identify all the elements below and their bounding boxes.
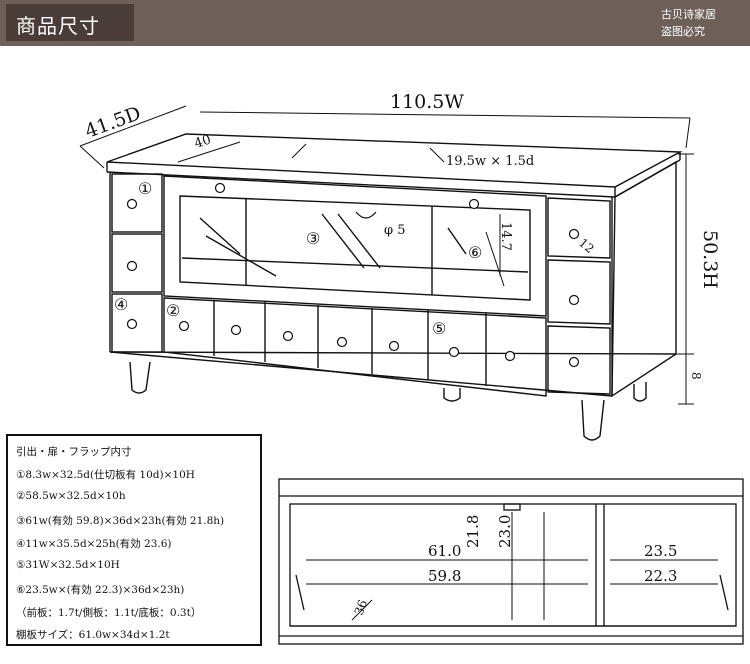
left-drawer-1: [111, 173, 163, 233]
spec-line-1: ①8.3w×32.5d(仕切板有 10d)×10H: [16, 469, 195, 481]
inner-depth-label: 40: [193, 132, 213, 151]
width-label: 110.5W: [390, 91, 464, 113]
header-title: 商品尺寸: [16, 14, 100, 38]
spec-line-3: ③61w(有効 59.8)×36d×23h(有効 21.8h): [16, 515, 225, 527]
left-drawer-2: [111, 233, 163, 293]
base-line: [109, 351, 677, 355]
top-front-edge: [106, 171, 616, 198]
callout-4: ④: [114, 295, 128, 314]
interior-right-effective: 22.3: [644, 567, 677, 585]
top-surface: [106, 133, 683, 188]
header-title-box: 商品尺寸: [6, 4, 134, 41]
interior-depth: 36: [352, 598, 370, 617]
header-bar: 商品尺寸 古贝诗家居 盗图必究: [0, 0, 750, 46]
glass-door: [163, 175, 547, 317]
spec-line-6: ⑥23.5w×(有効 22.3)×36d×23h): [16, 584, 185, 596]
cable-hole-label: 19.5w × 1.5d: [446, 154, 534, 169]
interior-height-effective: 21.8: [464, 515, 482, 548]
interior-left-width: 61.0: [428, 542, 461, 560]
leg-front-left: [129, 361, 151, 394]
glass-panel: [179, 195, 531, 301]
watermark-line-1: 古贝诗家居: [661, 8, 716, 21]
spec-line-8: 棚板サイズ：61.0w×34d×1.2t: [16, 629, 170, 641]
leg-height-label: 8: [689, 372, 703, 380]
left-drawer-3: [111, 293, 163, 353]
interior-right-width: 23.5: [644, 542, 677, 560]
interior-height: 23.0: [496, 515, 514, 548]
spec-line-5: ⑤31W×32.5d×10H: [16, 559, 120, 571]
side-panel: [611, 160, 677, 398]
callout-5: ⑤: [432, 319, 446, 338]
height-label: 50.3H: [699, 230, 721, 289]
callout-6: ⑥: [468, 243, 482, 262]
spec-line-4: ④11w×35.5d×25h(有効 23.6): [16, 538, 172, 550]
interior-section: [278, 478, 744, 645]
interior-left-effective: 59.8: [428, 567, 461, 585]
watermark-line-2: 盗图必究: [661, 25, 705, 38]
callout-3: ③: [306, 229, 320, 248]
header-watermark: 古贝诗家居 盗图必究: [661, 6, 716, 40]
hole-diameter-label: φ 5: [384, 223, 406, 238]
spec-box: 引出・扉・フラップ内寸 ①8.3w×32.5d(仕切板有 10d)×10H ②5…: [6, 434, 262, 646]
callout-1: ①: [138, 179, 152, 198]
callout-2: ②: [166, 301, 180, 320]
spec-line-2: ②58.5w×32.5d×10h: [16, 490, 126, 502]
drawer-depth-label: 12: [576, 236, 597, 257]
glass-height-label: 14.7: [498, 222, 513, 251]
depth-label: 41.5D: [82, 102, 144, 142]
spec-heading: 引出・扉・フラップ内寸: [16, 446, 132, 458]
leg-front-right: [581, 399, 605, 441]
spec-line-7: （前板：1.7t/側板：1.1t/底板：0.3t）: [16, 607, 202, 619]
